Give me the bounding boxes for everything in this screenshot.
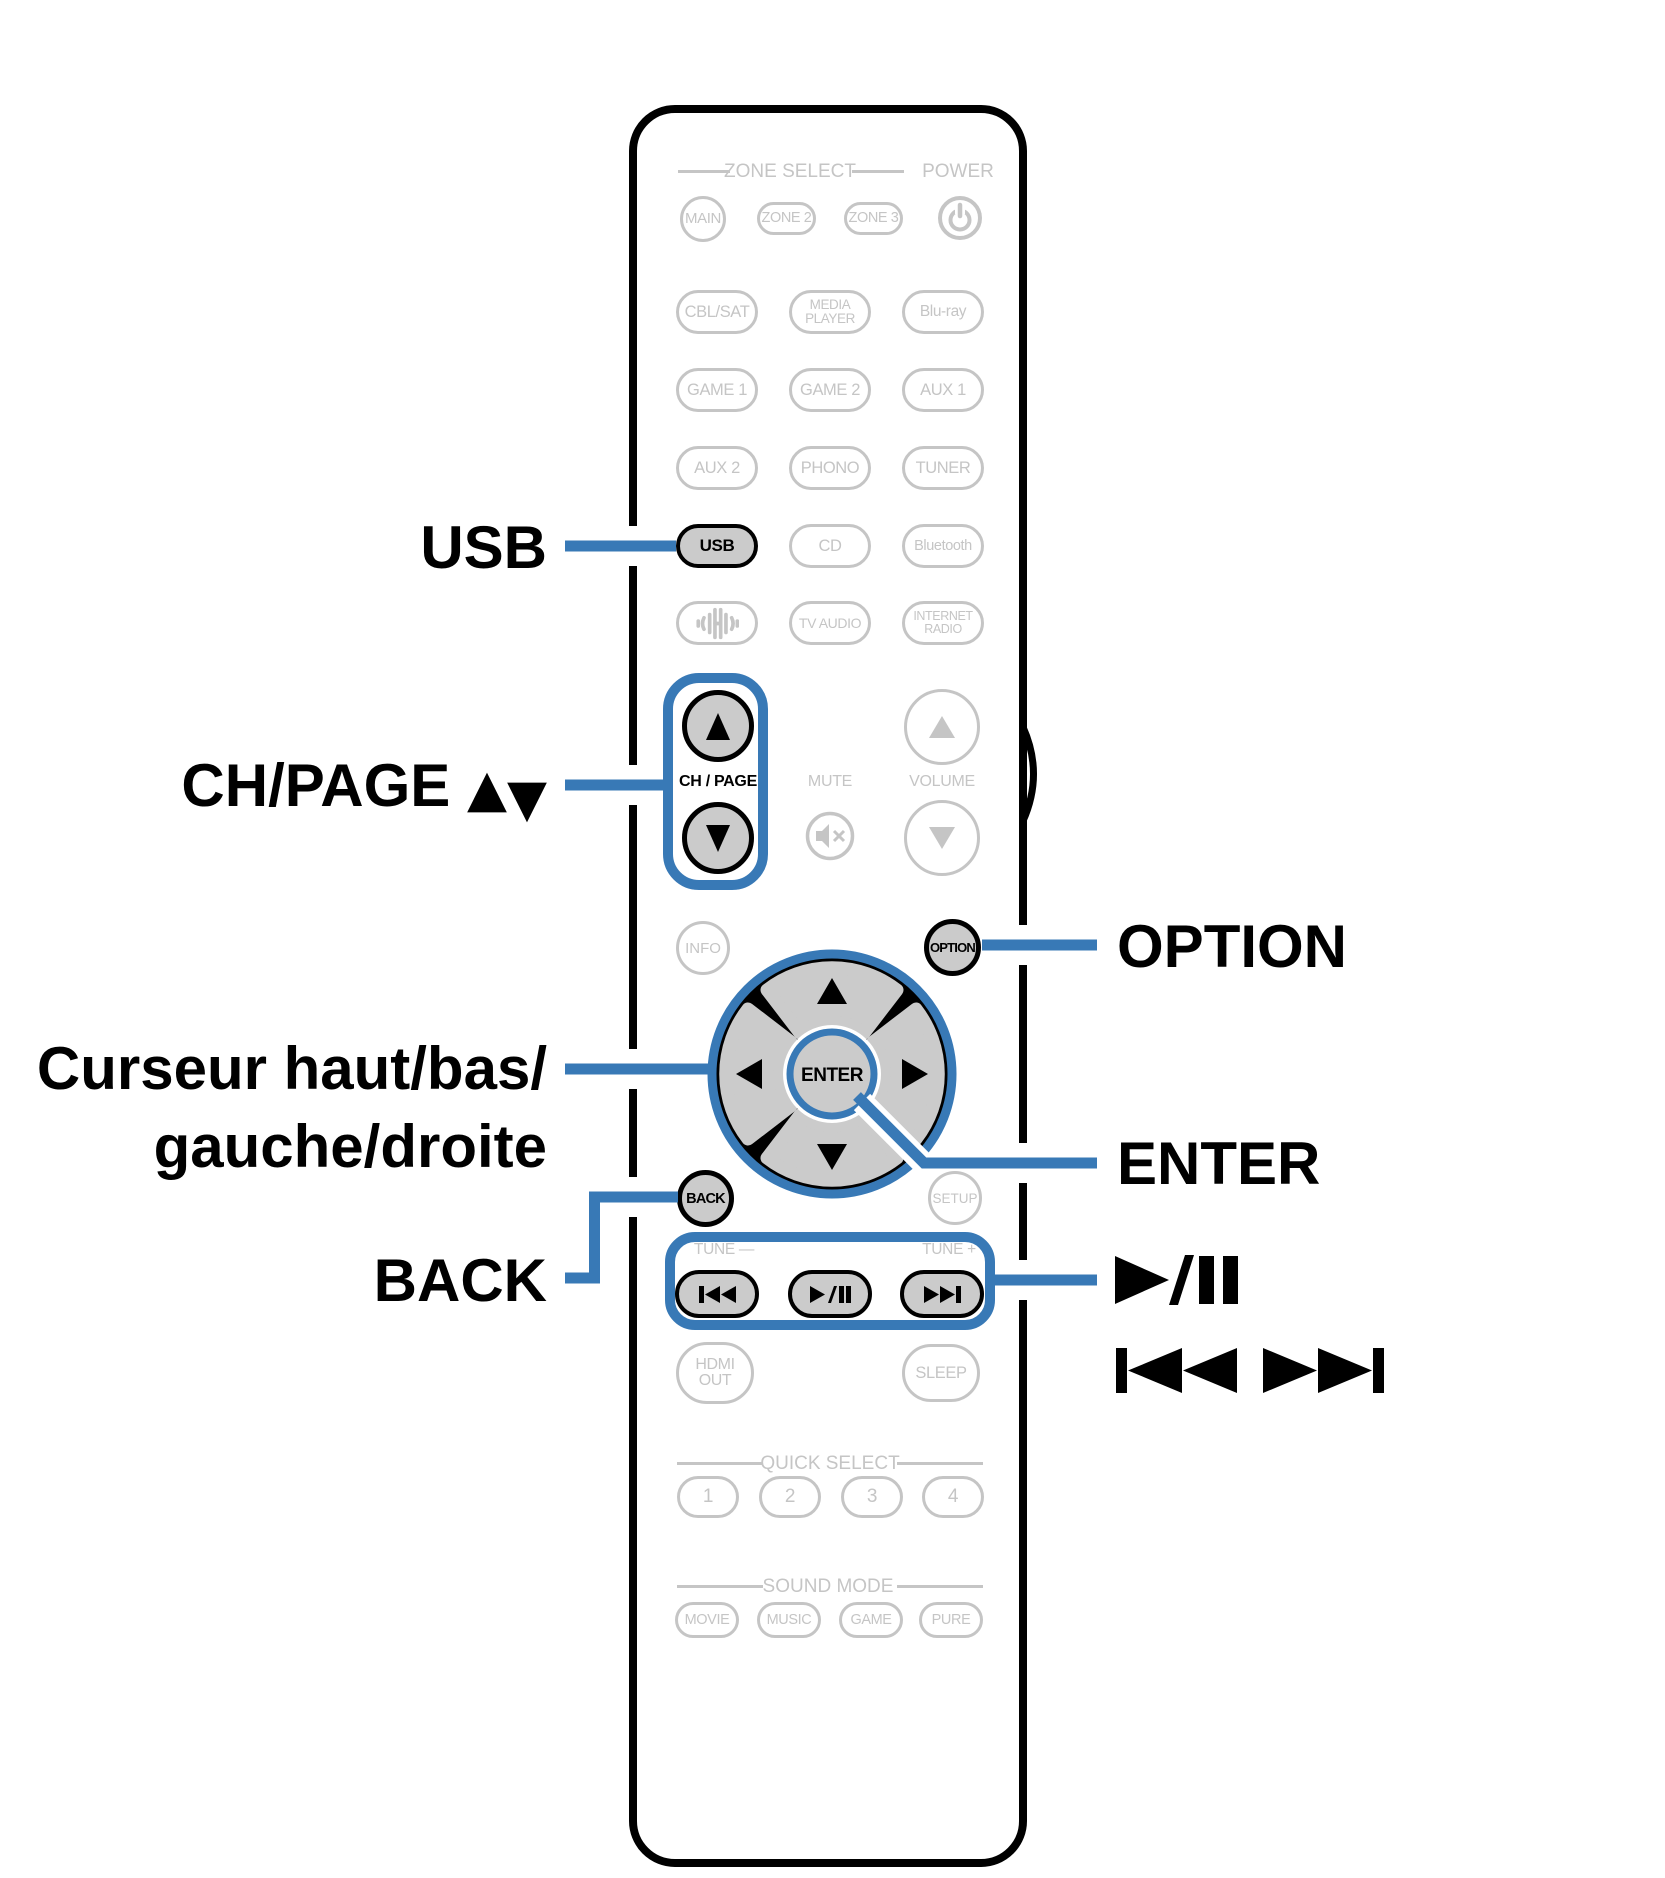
- skip-back-forward-callout-icon: [1116, 1348, 1384, 1393]
- main-zone-button[interactable]: MAIN: [680, 196, 726, 242]
- border-gap: [622, 1049, 648, 1089]
- tune-plus-label: TUNE +: [922, 1241, 976, 1258]
- up-triangle-glyph: ▲: [467, 759, 507, 819]
- pure-button[interactable]: PURE: [919, 1602, 983, 1638]
- power-header: POWER: [922, 161, 994, 182]
- phono-button[interactable]: PHONO: [789, 446, 871, 490]
- back-button[interactable]: BACK: [677, 1170, 734, 1227]
- callout-label-enter: ENTER: [1117, 1130, 1321, 1197]
- game1-button[interactable]: GAME 1: [676, 368, 758, 412]
- setup-button[interactable]: SETUP: [928, 1171, 982, 1225]
- bluray-button[interactable]: Blu-ray: [902, 290, 984, 334]
- ch-page-highlight: [663, 673, 768, 890]
- heos-button[interactable]: [676, 601, 758, 645]
- tv-audio-button[interactable]: TV AUDIO: [789, 601, 871, 645]
- cursor-down-arrow-icon: [817, 1144, 847, 1170]
- channel-page-up-button[interactable]: [682, 690, 754, 762]
- mute-button[interactable]: [805, 811, 855, 861]
- border-gap: [1016, 1143, 1042, 1183]
- divider: [677, 1462, 763, 1465]
- game2-button[interactable]: GAME 2: [789, 368, 871, 412]
- quick-select-3-button[interactable]: 3: [841, 1476, 903, 1518]
- play-pause-icon: [809, 1285, 851, 1303]
- up-arrow-icon: [706, 712, 730, 740]
- tuner-button[interactable]: TUNER: [902, 446, 984, 490]
- callout-label-option: OPTION: [1117, 913, 1348, 980]
- down-arrow-icon: [706, 824, 730, 852]
- power-button[interactable]: [937, 195, 983, 241]
- play-pause-callout-icon: [1115, 1255, 1238, 1305]
- border-gap: [622, 765, 648, 805]
- enter-button[interactable]: [786, 1028, 878, 1120]
- quick-select-2-button[interactable]: 2: [759, 1476, 821, 1518]
- cursor-up-arrow-icon: [817, 978, 847, 1004]
- aux2-button[interactable]: AUX 2: [676, 446, 758, 490]
- heos-sound-icon: [696, 607, 739, 639]
- option-button[interactable]: OPTION: [924, 919, 981, 976]
- divider: [897, 1462, 983, 1465]
- cd-button[interactable]: CD: [789, 524, 871, 568]
- channel-page-down-button[interactable]: [682, 802, 754, 874]
- volume-label: VOLUME: [909, 773, 975, 790]
- mute-label: MUTE: [807, 773, 853, 790]
- ch-page-button-label: CH / PAGE: [679, 773, 757, 790]
- skip-forward-icon: [923, 1285, 961, 1303]
- mute-speaker-icon: [816, 824, 829, 848]
- border-gap: [1016, 1260, 1042, 1300]
- border-gap: [622, 1177, 648, 1217]
- skip-back-button[interactable]: [675, 1270, 759, 1318]
- border-gap: [1016, 925, 1042, 965]
- enter-button-label: ENTER: [801, 1065, 864, 1086]
- callout-label-cursor: Curseur haut/bas/ gauche/droite: [36, 1035, 547, 1180]
- border-gap: [622, 526, 648, 566]
- volume-up-button[interactable]: [904, 689, 980, 765]
- sound-mode-header: SOUND MODE: [762, 1576, 894, 1597]
- volume-up-arrow-icon: [929, 716, 955, 738]
- skip-forward-button[interactable]: [900, 1270, 984, 1318]
- down-triangle-glyph: ▼: [507, 769, 547, 829]
- game-button[interactable]: GAME: [839, 1602, 903, 1638]
- callout-label-usb: USB: [420, 514, 547, 581]
- divider: [677, 1585, 763, 1588]
- divider: [852, 170, 904, 173]
- cursor-pad-highlight-ring: [707, 949, 957, 1199]
- cursor-right-arrow-icon: [902, 1059, 928, 1089]
- cbl-sat-button[interactable]: CBL/SAT: [676, 290, 758, 334]
- skip-back-icon: [698, 1285, 736, 1303]
- aux1-button[interactable]: AUX 1: [902, 368, 984, 412]
- divider: [678, 170, 730, 173]
- tune-minus-label: TUNE —: [693, 1241, 755, 1258]
- play-pause-button[interactable]: [788, 1270, 872, 1318]
- sleep-button[interactable]: SLEEP: [902, 1344, 980, 1402]
- divider: [897, 1585, 983, 1588]
- callout-label-back: BACK: [373, 1247, 547, 1314]
- volume-down-arrow-icon: [929, 827, 955, 849]
- quick-select-1-button[interactable]: 1: [677, 1476, 739, 1518]
- cursor-left-arrow-icon: [736, 1059, 762, 1089]
- power-icon: [938, 196, 982, 240]
- callout-label-ch-page: CH/PAGE ▲▼: [181, 752, 547, 829]
- zone2-button[interactable]: ZONE 2: [757, 202, 816, 235]
- zone-select-header: ZONE SELECT: [724, 161, 856, 182]
- zone3-button[interactable]: ZONE 3: [844, 202, 903, 235]
- cursor-pad: ENTER: [707, 949, 957, 1199]
- quick-select-header: QUICK SELECT: [760, 1453, 900, 1474]
- movie-button[interactable]: MOVIE: [675, 1602, 739, 1638]
- quick-select-4-button[interactable]: 4: [922, 1476, 984, 1518]
- volume-down-button[interactable]: [904, 800, 980, 876]
- bluetooth-button[interactable]: Bluetooth: [902, 524, 984, 568]
- info-button[interactable]: INFO: [676, 921, 730, 975]
- music-button[interactable]: MUSIC: [757, 1602, 821, 1638]
- usb-button[interactable]: USB: [676, 524, 758, 568]
